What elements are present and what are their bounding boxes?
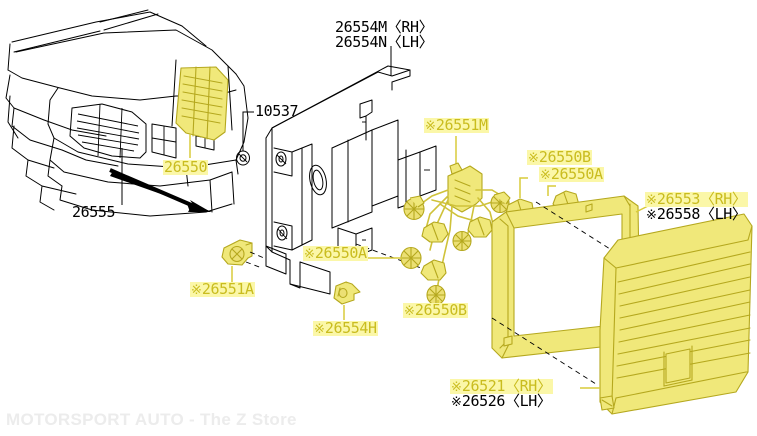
socket-26551A	[221, 239, 265, 282]
car-illustration	[5, 9, 249, 217]
label-26554M: 26554M〈RH〉	[335, 18, 434, 36]
reference-mark-icon: ※	[304, 247, 315, 262]
reference-mark-icon: ※	[451, 380, 462, 395]
label-bracket-rh-lh: 26554M〈RH〉 26554N〈LH〉	[334, 18, 434, 52]
label-packing-rh-lh: ※26553〈RH〉 ※26558〈LH〉	[645, 190, 748, 224]
label-26551M: ※26551M	[424, 116, 489, 134]
reference-mark-icon: ※	[540, 168, 551, 183]
label-26554N: 26554N〈LH〉	[335, 33, 434, 52]
reference-mark-icon: ※	[528, 151, 539, 166]
label-lens-rh-lh: ※26521〈RH〉 ※26526〈LH〉	[450, 377, 553, 411]
label-10537: 10537	[255, 102, 299, 120]
reference-mark-icon: ※	[425, 119, 436, 134]
reference-mark-icon: ※	[191, 283, 202, 298]
label-26558: ※26558〈LH〉	[646, 205, 747, 224]
label-26526: ※26526〈LH〉	[451, 392, 552, 411]
label-26521: ※26521〈RH〉	[450, 377, 553, 395]
label-26550: 26550	[163, 158, 209, 176]
reference-mark-icon: ※	[451, 395, 462, 411]
lamp-harness-assembly	[334, 136, 580, 312]
label-26551A: ※26551A	[190, 280, 255, 298]
label-26550A-upper: ※26550A	[539, 165, 604, 183]
label-26554H: ※26554H	[313, 319, 378, 337]
label-26553: ※26553〈RH〉	[645, 190, 748, 208]
reference-mark-icon: ※	[404, 304, 415, 319]
reference-mark-icon: ※	[314, 322, 325, 337]
label-26550A-left: ※26550A	[303, 244, 368, 262]
label-26550B-lower: ※26550B	[403, 301, 468, 319]
watermark: MOTORSPORT AUTO - The Z Store	[6, 410, 297, 429]
clip-26554H	[333, 281, 361, 320]
label-26555: 26555	[72, 203, 116, 221]
reference-mark-icon: ※	[646, 193, 657, 208]
lamp-lens	[580, 213, 753, 415]
label-26550B-upper: ※26550B	[527, 148, 592, 166]
grommet-10537	[236, 111, 254, 166]
reference-mark-icon: ※	[646, 208, 657, 224]
